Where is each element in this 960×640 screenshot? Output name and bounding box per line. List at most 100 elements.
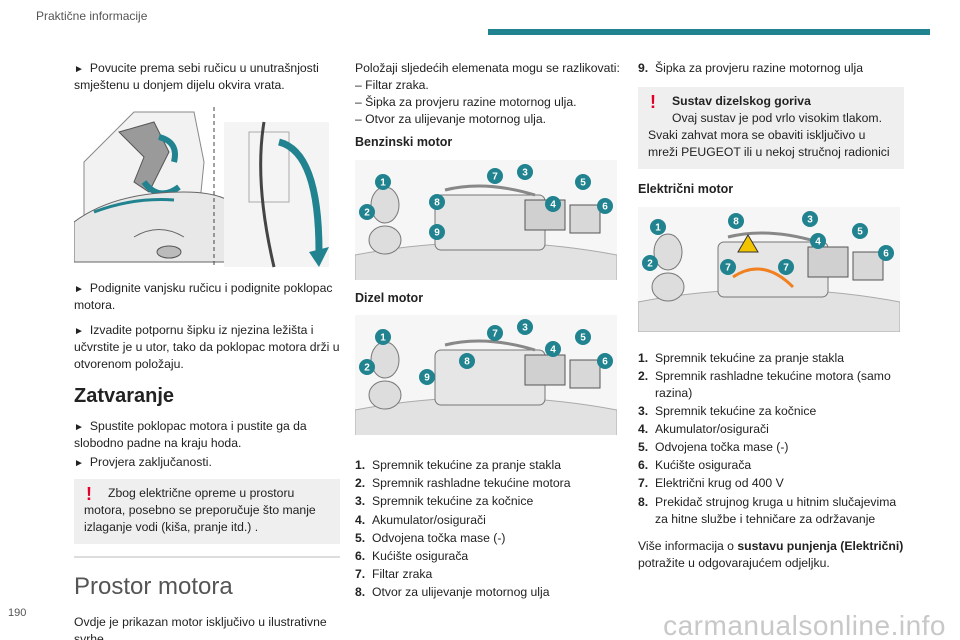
svg-text:1: 1 — [380, 177, 386, 188]
svg-text:7: 7 — [725, 262, 731, 273]
list-item: 4.Akumulator/osigurači — [638, 422, 769, 437]
list-item: 5.Odvojena točka mase (-) — [355, 530, 506, 545]
svg-text:5: 5 — [857, 226, 863, 237]
step-check-lock: Provjera zaključanosti. — [74, 454, 340, 471]
callout-marker: 4 — [810, 232, 826, 249]
diesel-heading: Dizel motor — [355, 290, 424, 305]
step-lower-hood: Spustite poklopac motora i pustite ga da… — [74, 418, 340, 452]
callout-marker: 5 — [575, 173, 591, 190]
callout-marker: 2 — [642, 254, 658, 271]
section-divider — [74, 556, 340, 559]
callout-marker: 4 — [545, 341, 561, 358]
list-item: 6.Kućište osigurača — [638, 458, 752, 473]
callout-marker: 3 — [517, 319, 533, 336]
list-item: 3.Spremnik tekućine za kočnice — [638, 404, 817, 419]
callout-marker: 5 — [852, 222, 868, 239]
variant-item: – Filtar zraka. — [355, 78, 429, 93]
list-item: 4.Akumulator/osigurači — [355, 512, 486, 527]
callout-marker: 6 — [878, 244, 894, 261]
svg-text:8: 8 — [733, 216, 739, 227]
list-item: 8.Otvor za ulijevanje motornog ulja — [355, 584, 550, 599]
callout-marker: 7 — [778, 258, 794, 275]
diesel-engine-diagram: 1 2 3 4 5 6 7 8 9 — [355, 315, 617, 436]
callout-marker: 9 — [429, 223, 445, 240]
svg-text:3: 3 — [807, 214, 813, 225]
watermark: carmanualsonline.info — [663, 610, 946, 640]
list-item: 2.Spremnik rashladne tekućine motora (sa… — [638, 368, 891, 401]
svg-text:2: 2 — [364, 363, 370, 374]
list-item: 2.Spremnik rashladne tekućine motora — [355, 476, 571, 491]
callout-marker: 1 — [650, 218, 666, 235]
svg-text:1: 1 — [655, 222, 661, 233]
list-item: 8.Prekidač strujnog kruga u hitnim sluča… — [638, 494, 897, 526]
callout-marker: 3 — [802, 210, 818, 227]
warning-icon: ! — [650, 92, 656, 113]
callout-marker: 7 — [487, 167, 503, 184]
water-exposure-warning: ! Zbog električne opreme u prostoru moto… — [74, 478, 340, 545]
svg-text:8: 8 — [434, 197, 440, 208]
list-item: 7.Filtar zraka — [355, 566, 433, 581]
callout-marker: 1 — [375, 329, 391, 346]
svg-text:5: 5 — [580, 177, 586, 188]
list-item: 6.Kućište osigurača — [355, 548, 469, 563]
engine-legend-list: 1.Spremnik tekućine za pranje stakla 2.S… — [355, 457, 621, 601]
svg-text:2: 2 — [364, 207, 370, 218]
callout-marker: 4 — [545, 195, 561, 212]
item-nine-list: 9.Šipka za provjeru razine motornog ulja — [638, 60, 904, 77]
diesel-fuel-system-alert: ! Sustav dizelskog goriva Ovaj sustav je… — [638, 87, 904, 170]
page-number: 190 — [8, 607, 27, 619]
svg-text:4: 4 — [550, 345, 556, 356]
step-prop-rod: Izvadite potpornu šipku iz njezina ležiš… — [74, 322, 340, 373]
list-item: 3.Spremnik tekućine za kočnice — [355, 494, 534, 509]
callout-marker: 2 — [359, 359, 375, 376]
petrol-engine-diagram: 1 2 3 4 5 6 7 8 9 — [355, 159, 617, 280]
electric-legend-list: 1.Spremnik tekućine za pranje stakla 2.S… — [638, 350, 904, 528]
svg-text:7: 7 — [783, 262, 789, 273]
step-pull-handle: Povucite prema sebi ručicu u unutrašnjos… — [74, 60, 340, 94]
hood-opening-illustration — [74, 102, 336, 271]
svg-text:4: 4 — [550, 199, 556, 210]
svg-text:6: 6 — [883, 248, 889, 259]
engine-intro-text: Ovdje je prikazan motor isključivo u ilu… — [74, 614, 327, 640]
svg-text:8: 8 — [464, 357, 470, 368]
column-right: 9.Šipka za provjeru razine motornog ulja… — [638, 60, 904, 580]
callout-marker: 9 — [419, 369, 435, 386]
svg-text:5: 5 — [580, 333, 586, 344]
callout-marker: 8 — [728, 212, 744, 229]
list-item: 7.Električni krug od 400 V — [638, 476, 784, 491]
chapter-heading: Prostor motora — [74, 573, 233, 601]
callout-marker: 7 — [487, 325, 503, 342]
column-middle: Položaji sljedećih elemenata mogu se raz… — [355, 60, 621, 611]
callout-marker: 1 — [375, 173, 391, 190]
svg-text:6: 6 — [602, 201, 608, 212]
svg-text:6: 6 — [602, 357, 608, 368]
callout-marker: 6 — [597, 353, 613, 370]
callout-marker: 2 — [359, 203, 375, 220]
callout-marker: 5 — [575, 329, 591, 346]
step-lift-hood: Podignite vanjsku ručicu i podignite pok… — [74, 280, 340, 314]
list-item: 1.Spremnik tekućine za pranje stakla — [355, 458, 562, 473]
variant-item: – Otvor za ulijevanje motornog ulja. — [355, 112, 547, 127]
petrol-heading: Benzinski motor — [355, 135, 453, 150]
callout-marker: 7 — [720, 258, 736, 275]
svg-text:7: 7 — [492, 329, 498, 340]
svg-text:3: 3 — [522, 323, 528, 334]
column-left: Povucite prema sebi ručicu u unutrašnjos… — [74, 60, 340, 640]
more-info-text: Više informacija o sustavu punjenja (Ele… — [638, 538, 904, 570]
closing-heading: Zatvaranje — [74, 384, 175, 407]
callout-marker: 8 — [429, 193, 445, 210]
svg-text:7: 7 — [492, 171, 498, 182]
warning-icon: ! — [86, 483, 92, 504]
callout-marker: 6 — [597, 197, 613, 214]
svg-text:1: 1 — [380, 333, 386, 344]
callout-marker: 3 — [517, 163, 533, 180]
svg-text:3: 3 — [522, 167, 528, 178]
header-accent-bar — [488, 29, 930, 35]
list-item: 1.Spremnik tekućine za pranje stakla — [638, 350, 845, 365]
svg-text:4: 4 — [815, 236, 821, 247]
variants-intro: Položaji sljedećih elemenata mogu se raz… — [355, 61, 620, 75]
list-item: 5.Odvojena točka mase (-) — [638, 440, 789, 455]
alert-title: Sustav dizelskog goriva — [672, 94, 811, 109]
electric-heading: Električni motor — [638, 182, 734, 197]
